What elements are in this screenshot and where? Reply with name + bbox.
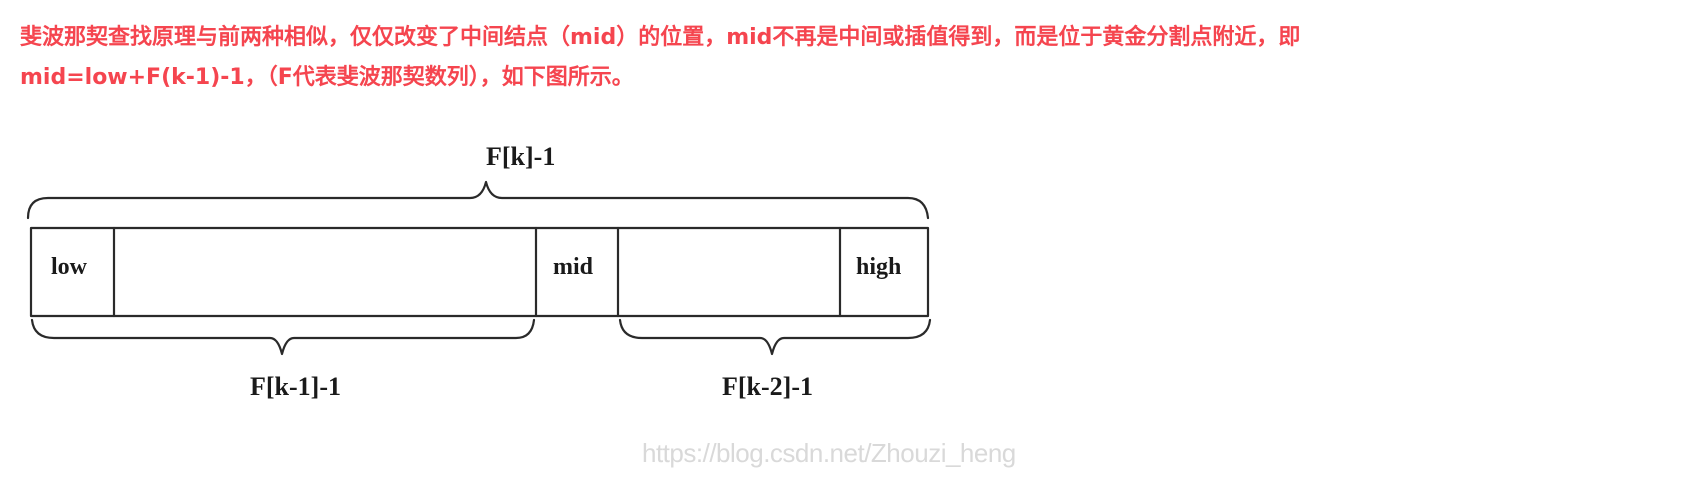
bottom-right-brace-label: F[k-2]-1 xyxy=(722,372,813,401)
diagram-lines xyxy=(26,180,932,356)
cell-mid-label: mid xyxy=(553,254,594,280)
watermark: https://blog.csdn.net/Zhouzi_heng xyxy=(642,438,1016,468)
fibonacci-search-diagram: F[k]-1 low mid high F[k-1]-1 F[k-2]-1 ht… xyxy=(0,120,1100,481)
cell-high-label: high xyxy=(856,254,902,280)
bottom-left-brace-label: F[k-1]-1 xyxy=(250,372,341,401)
paragraph-line-1: 斐波那契查找原理与前两种相似，仅仅改变了中间结点（mid）的位置，mid不再是中… xyxy=(20,25,1301,50)
description-paragraph: 斐波那契查找原理与前两种相似，仅仅改变了中间结点（mid）的位置，mid不再是中… xyxy=(20,18,1690,98)
top-brace xyxy=(26,180,930,220)
array-box xyxy=(29,226,930,318)
paragraph-line-2: mid=low+F(k-1)-1，（F代表斐波那契数列），如下图所示。 xyxy=(20,65,634,90)
cell-low-label: low xyxy=(51,254,87,280)
top-brace-label: F[k]-1 xyxy=(486,142,556,171)
bottom-left-brace xyxy=(30,318,536,356)
bottom-right-brace xyxy=(618,318,932,356)
